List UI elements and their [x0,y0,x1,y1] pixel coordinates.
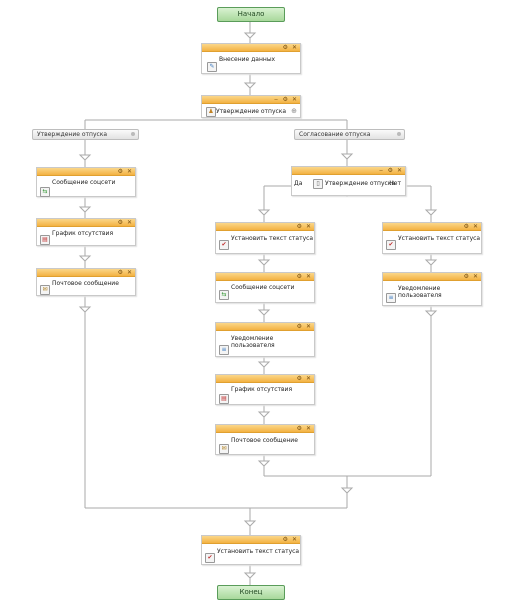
settings-icon[interactable]: ⚙ [463,273,469,280]
social-icon: ⇆ [40,187,50,197]
close-icon[interactable]: ✕ [305,323,311,330]
condition-yes-label: Да [294,180,303,187]
settings-icon[interactable]: ⚙ [296,273,302,280]
close-icon[interactable]: ✕ [472,273,478,280]
activity-final-status[interactable]: ⚙✕ ✔Установить текст статуса [201,535,301,565]
condition-approve[interactable]: ‒ ⚙✕ Да ▯ Утверждение отпуска Нет [291,166,406,196]
close-icon[interactable]: ✕ [291,96,297,103]
activity-label: Уведомление пользователя [398,285,442,299]
activity-entry[interactable]: ⚙✕ ✎ Внесение данных [201,43,301,74]
activity-label: Сообщение соцсети [231,284,295,291]
activity-mid-mail[interactable]: ⚙✕ ✉Почтовое сообщение [215,424,315,455]
activity-label: Уведомление пользователя [231,335,275,349]
collapse-icon[interactable]: ‒ [274,96,278,103]
activity-label: График отсутствия [231,386,293,393]
social-icon: ⇆ [219,290,229,300]
activity-mid-social[interactable]: ⚙✕ ⇆Сообщение соцсети [215,272,315,303]
check-icon: ✔ [205,553,215,563]
check-icon: ✔ [219,240,229,250]
document-icon: ▯ [313,179,323,189]
calendar-icon: ▤ [40,235,50,245]
branch-settings-icon[interactable] [397,132,401,136]
activity-label: Внесение данных [219,56,276,63]
branch-label: Согласование отпуска [299,131,371,138]
activity-left-schedule[interactable]: ⚙✕ ▤График отсутствия [36,218,136,246]
close-icon[interactable]: ✕ [305,425,311,432]
add-icon[interactable]: ⊕ [291,107,297,115]
activity-label: Почтовое сообщение [52,280,119,287]
branch-right[interactable]: Согласование отпуска [294,129,405,140]
close-icon[interactable]: ✕ [126,219,132,226]
settings-icon[interactable]: ⚙ [282,536,288,543]
branch-label: Утверждение отпуска [37,131,108,138]
activity-mid-schedule[interactable]: ⚙✕ ▤График отсутствия [215,374,315,405]
mail-icon: ✉ [219,444,229,454]
activity-label: Почтовое сообщение [231,437,298,444]
activity-left-social[interactable]: ⚙✕ ⇆Сообщение соцсети [36,167,136,197]
activity-mid-status[interactable]: ⚙✕ ✔Установить текст статуса [215,222,315,254]
activity-label: Установить текст статуса [231,235,314,242]
notification-icon: ≡ [219,345,229,355]
activity-approve-main[interactable]: ‒ ⚙✕ ♟ Утверждение отпуска ⊕ [201,95,301,118]
activity-left-mail[interactable]: ⚙✕ ✉Почтовое сообщение [36,268,136,296]
settings-icon[interactable]: ⚙ [296,223,302,230]
activity-label: Утверждение отпуска [325,180,396,187]
edit-icon: ✎ [207,62,217,72]
people-icon: ♟ [206,107,216,117]
close-icon[interactable]: ✕ [305,223,311,230]
calendar-icon: ▤ [219,394,229,404]
settings-icon[interactable]: ⚙ [117,168,123,175]
close-icon[interactable]: ✕ [472,223,478,230]
activity-label: Утверждение отпуска [216,108,287,115]
close-icon[interactable]: ✕ [396,167,402,174]
activity-far-notify[interactable]: ⚙✕ ≡Уведомление пользователя [382,272,482,306]
settings-icon[interactable]: ⚙ [463,223,469,230]
settings-icon[interactable]: ⚙ [296,323,302,330]
settings-icon[interactable]: ⚙ [117,219,123,226]
settings-icon[interactable]: ⚙ [296,375,302,382]
activity-label: Установить текст статуса [217,548,300,555]
settings-icon[interactable]: ⚙ [282,96,288,103]
activity-mid-notify[interactable]: ⚙✕ ≡Уведомление пользователя [215,322,315,357]
settings-icon[interactable]: ⚙ [387,167,393,174]
branch-settings-icon[interactable] [131,132,135,136]
condition-no-label: Нет [389,180,401,187]
branch-left[interactable]: Утверждение отпуска [32,129,139,140]
close-icon[interactable]: ✕ [126,269,132,276]
activity-label: Сообщение соцсети [52,179,116,186]
collapse-icon[interactable]: ‒ [379,167,383,174]
end-node[interactable]: Конец [217,585,285,600]
settings-icon[interactable]: ⚙ [117,269,123,276]
settings-icon[interactable]: ⚙ [296,425,302,432]
notification-icon: ≡ [386,293,396,303]
activity-far-status[interactable]: ⚙✕ ✔Установить текст статуса [382,222,482,254]
start-node[interactable]: Начало [217,7,285,22]
close-icon[interactable]: ✕ [126,168,132,175]
mail-icon: ✉ [40,285,50,295]
close-icon[interactable]: ✕ [305,375,311,382]
check-icon: ✔ [386,240,396,250]
close-icon[interactable]: ✕ [291,536,297,543]
close-icon[interactable]: ✕ [305,273,311,280]
settings-icon[interactable]: ⚙ [282,44,288,51]
activity-label: График отсутствия [52,230,114,237]
activity-label: Установить текст статуса [398,235,481,242]
close-icon[interactable]: ✕ [291,44,297,51]
